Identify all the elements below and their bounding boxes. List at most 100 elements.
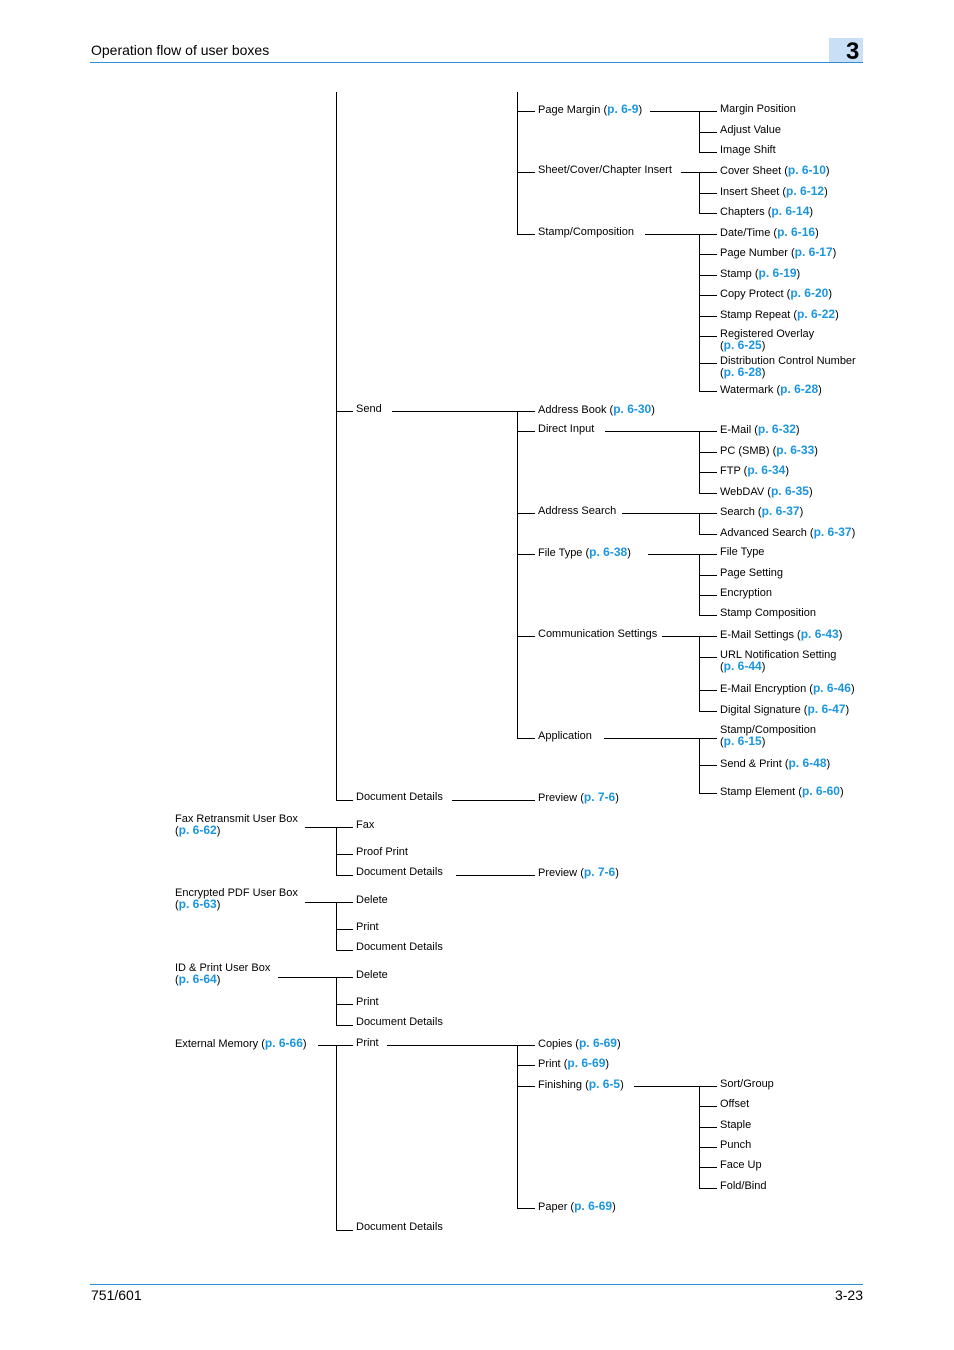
tree-node-label: Stamp bbox=[720, 268, 755, 280]
tree-node-label: File Type bbox=[538, 547, 586, 559]
tree-node: Adjust Value bbox=[720, 125, 781, 136]
tree-node-label: Advanced Search bbox=[720, 527, 810, 539]
page-reference-link[interactable]: p. 6-66 bbox=[264, 1036, 303, 1050]
tree-node: Delete bbox=[356, 895, 388, 906]
page-reference-link[interactable]: p. 6-62 bbox=[178, 823, 217, 837]
page-reference-link[interactable]: p. 6-15 bbox=[723, 734, 762, 748]
tree-node: Chapters (p. 6-14) bbox=[720, 204, 814, 218]
tree-node: Finishing (p. 6-5) bbox=[538, 1077, 624, 1091]
tree-node-label: Sheet/Cover/Chapter Insert bbox=[538, 164, 672, 176]
page-reference-link[interactable]: p. 6-12 bbox=[786, 184, 825, 198]
page-reference-link[interactable]: p. 6-69 bbox=[578, 1036, 617, 1050]
page-reference-link[interactable]: p. 6-34 bbox=[747, 463, 786, 477]
tree-node-label: Digital Signature bbox=[720, 704, 804, 716]
tree-node-label: Copies bbox=[538, 1038, 576, 1050]
tree-node: Cover Sheet (p. 6-10) bbox=[720, 163, 830, 177]
page-reference-link[interactable]: p. 6-32 bbox=[757, 422, 796, 436]
tree-node: Stamp/Composition(p. 6-15) bbox=[720, 724, 816, 748]
page-reference-link[interactable]: p. 6-28 bbox=[780, 382, 819, 396]
tree-node: FTP (p. 6-34) bbox=[720, 463, 789, 477]
tree-node: File Type (p. 6-38) bbox=[538, 545, 631, 559]
tree-node: Copies (p. 6-69) bbox=[538, 1036, 621, 1050]
page-reference-link[interactable]: p. 6-20 bbox=[790, 286, 829, 300]
tree-node-label: Print bbox=[356, 921, 379, 933]
tree-node: Encryption bbox=[720, 588, 772, 599]
tree-node-label: Document Details bbox=[356, 866, 443, 878]
tree-node: Digital Signature (p. 6-47) bbox=[720, 702, 850, 716]
page-reference-link[interactable]: p. 6-25 bbox=[723, 338, 762, 352]
tree-node-label: Search bbox=[720, 506, 758, 518]
tree-node: Print (p. 6-69) bbox=[538, 1056, 610, 1070]
page-reference-link[interactable]: p. 6-16 bbox=[777, 225, 816, 239]
tree-node-label: Chapters bbox=[720, 206, 768, 218]
page-reference-link[interactable]: p. 6-37 bbox=[761, 504, 800, 518]
page-reference-link[interactable]: p. 6-5 bbox=[588, 1077, 621, 1091]
tree-node: Stamp/Composition bbox=[538, 227, 634, 238]
page-reference-link[interactable]: p. 6-64 bbox=[178, 972, 217, 986]
page-reference-link[interactable]: p. 6-60 bbox=[801, 784, 840, 798]
tree-node: Image Shift bbox=[720, 145, 776, 156]
tree-node-label: Send bbox=[356, 403, 382, 415]
tree-node: Proof Print bbox=[356, 847, 408, 858]
tree-node-label: Cover Sheet bbox=[720, 165, 785, 177]
tree-node-label: Sort/Group bbox=[720, 1078, 774, 1090]
page-reference-link[interactable]: p. 6-33 bbox=[776, 443, 815, 457]
tree-node-label: Punch bbox=[720, 1139, 752, 1151]
tree-node: Offset bbox=[720, 1099, 749, 1110]
tree-node-label: Delete bbox=[356, 969, 388, 981]
tree-node: Face Up bbox=[720, 1160, 762, 1171]
tree-node-label: Proof Print bbox=[356, 846, 408, 858]
page-reference-link[interactable]: p. 6-43 bbox=[800, 627, 839, 641]
page-reference-link[interactable]: p. 6-48 bbox=[788, 756, 827, 770]
tree-node: Print bbox=[356, 1038, 379, 1049]
page-reference-link[interactable]: p. 6-69 bbox=[567, 1056, 606, 1070]
tree-node: Sort/Group bbox=[720, 1079, 774, 1090]
tree-node: Document Details bbox=[356, 792, 443, 803]
tree-node: Address Book (p. 6-30) bbox=[538, 402, 655, 416]
tree-node: Application bbox=[538, 731, 592, 742]
tree-node: Document Details bbox=[356, 1222, 443, 1233]
tree-node-label: Finishing bbox=[538, 1079, 586, 1091]
tree-node-label: E-Mail Settings bbox=[720, 629, 798, 641]
tree-node: Send bbox=[356, 404, 382, 415]
tree-node: Stamp (p. 6-19) bbox=[720, 266, 801, 280]
page-reference-link[interactable]: p. 7-6 bbox=[583, 790, 616, 804]
tree-node-label: Print bbox=[356, 996, 379, 1008]
tree-node: Distribution Control Number(p. 6-28) bbox=[720, 355, 856, 379]
tree-node-label: Page Number bbox=[720, 247, 791, 259]
tree-node: Communication Settings bbox=[538, 629, 657, 640]
page-reference-link[interactable]: p. 6-17 bbox=[794, 245, 833, 259]
tree-node: E-Mail (p. 6-32) bbox=[720, 422, 800, 436]
tree-node: E-Mail Encryption (p. 6-46) bbox=[720, 681, 855, 695]
page-reference-link[interactable]: p. 6-28 bbox=[723, 365, 762, 379]
page-reference-link[interactable]: p. 6-30 bbox=[613, 402, 652, 416]
page-reference-link[interactable]: p. 6-9 bbox=[607, 102, 639, 116]
tree-node-label: Encryption bbox=[720, 587, 772, 599]
page-reference-link[interactable]: p. 6-14 bbox=[771, 204, 810, 218]
page-reference-link[interactable]: p. 6-44 bbox=[723, 659, 762, 673]
page-reference-link[interactable]: p. 6-47 bbox=[807, 702, 846, 716]
page-reference-link[interactable]: p. 6-63 bbox=[178, 897, 217, 911]
tree-node-label: Stamp/Composition bbox=[538, 226, 634, 238]
tree-node: Staple bbox=[720, 1120, 751, 1131]
page-reference-link[interactable]: p. 6-69 bbox=[574, 1199, 613, 1213]
page-reference-link[interactable]: p. 6-22 bbox=[797, 307, 836, 321]
tree-node-label: Paper bbox=[538, 1201, 571, 1213]
tree-node-label: Document Details bbox=[356, 941, 443, 953]
tree-node-label: Staple bbox=[720, 1119, 752, 1131]
tree-node-label: Stamp Composition bbox=[720, 607, 816, 619]
tree-node: WebDAV (p. 6-35) bbox=[720, 484, 813, 498]
tree-node: PC (SMB) (p. 6-33) bbox=[720, 443, 818, 457]
tree-node-label: Delete bbox=[356, 894, 388, 906]
page-reference-link[interactable]: p. 6-19 bbox=[758, 266, 797, 280]
tree-node-label: Image Shift bbox=[720, 144, 776, 156]
chapter-number: 3 bbox=[846, 38, 860, 65]
page-reference-link[interactable]: p. 6-35 bbox=[770, 484, 809, 498]
page-reference-link[interactable]: p. 6-38 bbox=[589, 545, 628, 559]
page-reference-link[interactable]: p. 6-37 bbox=[813, 525, 852, 539]
page-reference-link[interactable]: p. 6-46 bbox=[812, 681, 851, 695]
page-reference-link[interactable]: p. 7-6 bbox=[583, 865, 616, 879]
tree-node: Copy Protect (p. 6-20) bbox=[720, 286, 832, 300]
tree-node-label: Page Setting bbox=[720, 567, 783, 579]
page-reference-link[interactable]: p. 6-10 bbox=[787, 163, 826, 177]
